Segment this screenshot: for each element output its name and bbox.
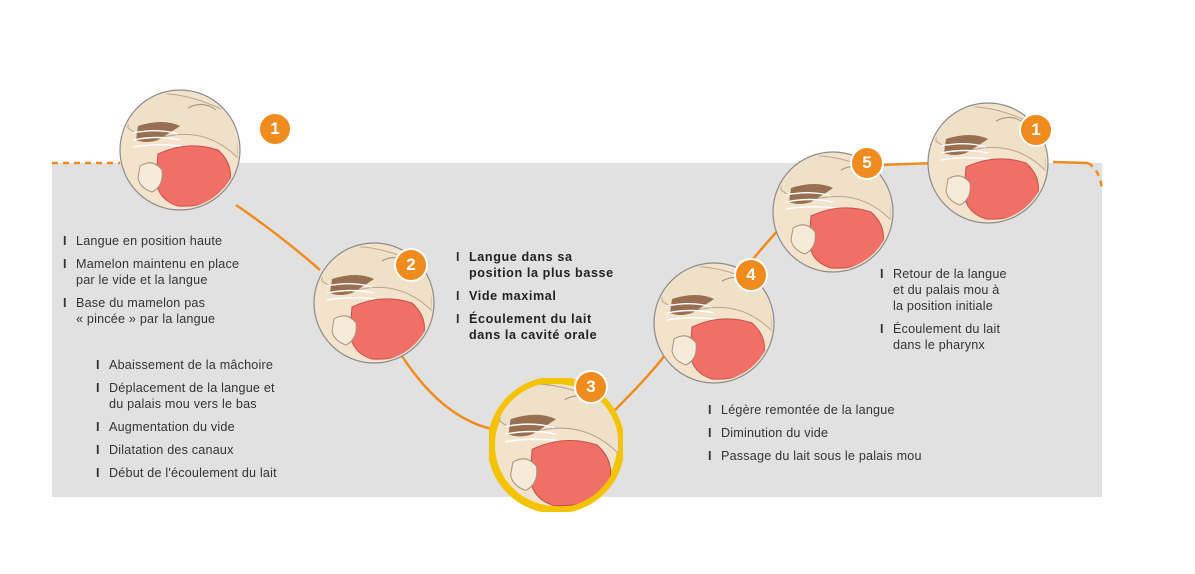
note-item: Déplacement de la langue et du palais mo… <box>96 380 277 412</box>
note-item: Passage du lait sous le palais mou <box>708 448 922 464</box>
step-number-badge: 3 <box>574 370 608 404</box>
notes-step-3: Langue dans sa position la plus basseVid… <box>456 249 614 350</box>
step-6-illustration <box>926 101 1050 230</box>
step-1-illustration <box>118 88 242 217</box>
note-item: Retour de la langue et du palais mou à l… <box>880 266 1007 314</box>
step-number-badge: 4 <box>734 258 768 292</box>
step-3-illustration <box>487 376 625 517</box>
notes-step-5: Retour de la langue et du palais mou à l… <box>880 266 1007 360</box>
note-item: Augmentation du vide <box>96 419 277 435</box>
step-number-badge: 5 <box>850 146 884 180</box>
note-item: Mamelon maintenu en place par le vide et… <box>63 256 239 288</box>
step-number-badge: 1 <box>258 112 292 146</box>
note-item: Écoulement du lait dans la cavité orale <box>456 311 614 343</box>
step-number-badge: 1 <box>1019 113 1053 147</box>
note-item: Langue en position haute <box>63 233 239 249</box>
note-item: Abaissement de la mâchoire <box>96 357 277 373</box>
note-item: Légère remontée de la langue <box>708 402 922 418</box>
notes-step-1: Langue en position hauteMamelon maintenu… <box>63 233 239 334</box>
note-item: Début de l'écoulement du lait <box>96 465 277 481</box>
note-item: Diminution du vide <box>708 425 922 441</box>
notes-step-2: Abaissement de la mâchoireDéplacement de… <box>96 357 277 488</box>
step-number-badge: 2 <box>394 248 428 282</box>
note-item: Langue dans sa position la plus basse <box>456 249 614 281</box>
connector-dashed-right <box>1087 161 1104 191</box>
connector-path <box>235 160 1089 432</box>
note-item: Écoulement du lait dans le pharynx <box>880 321 1007 353</box>
note-item: Dilatation des canaux <box>96 442 277 458</box>
notes-step-4: Légère remontée de la langueDiminution d… <box>708 402 922 471</box>
note-item: Vide maximal <box>456 288 614 304</box>
note-item: Base du mamelon pas « pincée » par la la… <box>63 295 239 327</box>
